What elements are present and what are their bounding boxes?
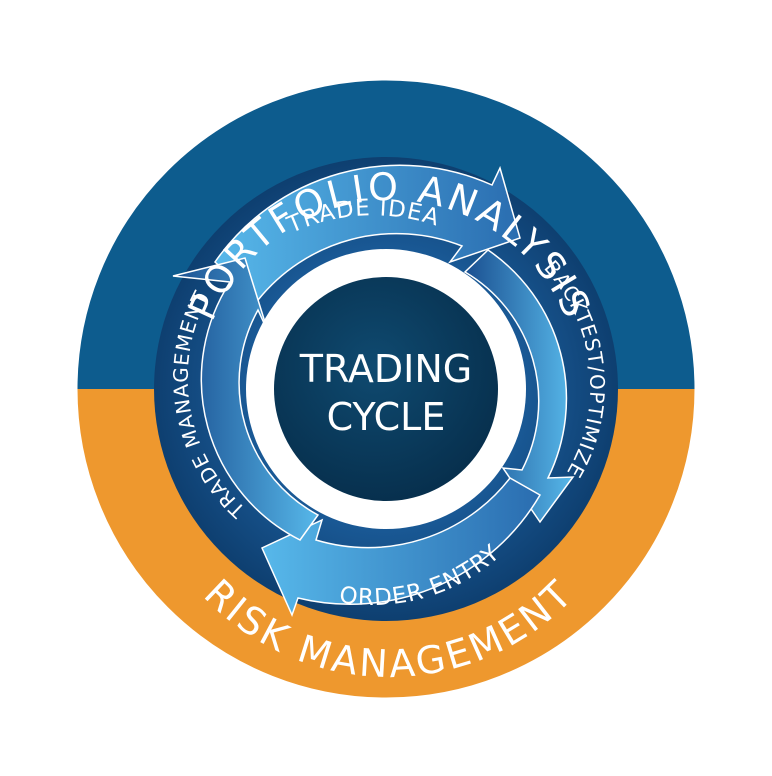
outer-ring-edge: [74, 77, 698, 701]
center-title-line2: CYCLE: [327, 395, 446, 439]
center-circle: [274, 277, 498, 501]
arrow-trade-idea: [214, 164, 521, 302]
arrow-order-entry: [261, 477, 542, 618]
center-title-line1: TRADING: [299, 347, 472, 391]
arrow-trade-management: [172, 257, 320, 541]
